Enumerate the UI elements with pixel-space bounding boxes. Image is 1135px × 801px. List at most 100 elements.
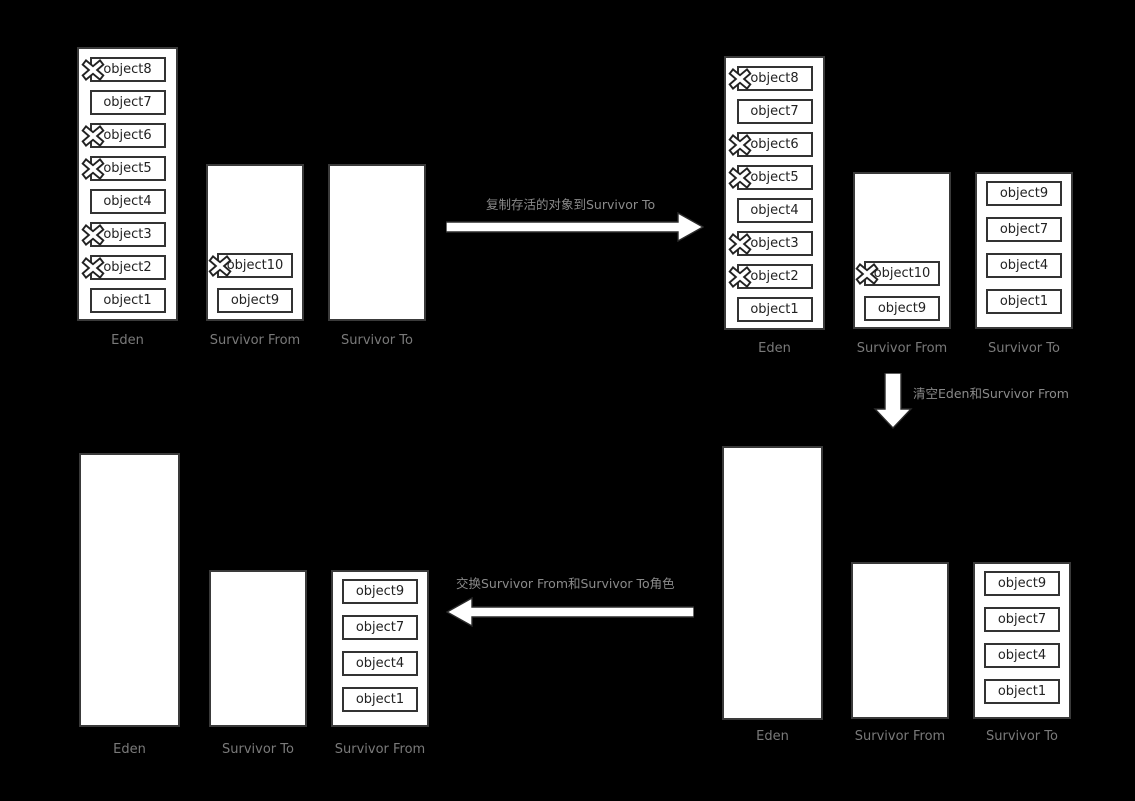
- region-eden-step2: object8 object7 object6 object5 object4 objec…: [724, 56, 825, 330]
- region-survivor-from-step2-objects: object10 object9: [855, 174, 949, 327]
- object-label: object2: [750, 269, 799, 284]
- object-label: object6: [750, 137, 799, 152]
- region-survivor-to-step2-objects: object9 object7 object4 object1: [977, 174, 1071, 327]
- object-cell: object1: [89, 288, 166, 313]
- object-cell: object6: [727, 132, 813, 157]
- object-label: object5: [103, 161, 152, 176]
- object-label: object8: [103, 62, 152, 77]
- object-label: object9: [997, 576, 1047, 591]
- dead-object-x-icon: [727, 232, 752, 255]
- object-cell: object8: [727, 66, 813, 91]
- object-cell: object4: [986, 253, 1062, 278]
- dead-object-x-icon: [727, 67, 752, 90]
- region-survivor-to-step1-objects: [330, 166, 424, 319]
- object-label: object3: [750, 236, 799, 251]
- object-label: object1: [103, 293, 152, 308]
- object-label: object4: [750, 203, 799, 218]
- region-eden-step4: [79, 453, 180, 727]
- caption-eden-step4: Eden: [113, 742, 146, 757]
- object-label: object9: [230, 293, 280, 308]
- dead-object-x-icon: [727, 166, 752, 189]
- caption-eden-step3: Eden: [756, 729, 789, 744]
- region-survivor-to-step1: [328, 164, 426, 321]
- caption-survivor-from-step1: Survivor From: [209, 333, 301, 348]
- object-cell: object1: [736, 297, 813, 322]
- region-survivor-from-step2: object10 object9: [853, 172, 951, 329]
- object-cell: object1: [342, 687, 418, 712]
- region-survivor-from-step1: object10 object9: [206, 164, 304, 321]
- object-cell: object1: [986, 289, 1062, 314]
- caption-survivor-from-step3: Survivor From: [854, 729, 946, 744]
- dead-object-x-icon: [80, 223, 105, 246]
- arrow-down-icon: [873, 372, 913, 430]
- object-cell: object3: [80, 222, 166, 247]
- dead-object-x-icon: [80, 157, 105, 180]
- region-survivor-from-step4-objects: object9 object7 object4 object1: [333, 572, 427, 725]
- object-label: object7: [997, 612, 1047, 627]
- object-label: object2: [103, 260, 152, 275]
- object-cell: object9: [217, 288, 293, 313]
- arrow-right-icon: [445, 211, 705, 243]
- arrow-swap-survivor-roles: [445, 596, 695, 628]
- arrow-left-icon: [445, 596, 695, 628]
- region-survivor-from-step3: [851, 562, 949, 719]
- dead-object-x-icon: [80, 256, 105, 279]
- region-survivor-to-step4-objects: [211, 572, 305, 725]
- caption-survivor-to-step3: Survivor To: [986, 729, 1058, 744]
- object-label: object1: [999, 294, 1049, 309]
- region-eden-step4-objects: [81, 455, 178, 725]
- object-cell: object9: [342, 579, 418, 604]
- object-cell: object7: [986, 217, 1062, 242]
- caption-survivor-from-step4: Survivor From: [334, 742, 426, 757]
- object-cell: object4: [984, 643, 1060, 668]
- object-cell: object9: [864, 296, 940, 321]
- object-label: object10: [873, 266, 931, 281]
- arrow-clear-eden-and-survivor-from-label: 清空Eden和Survivor From: [913, 386, 1069, 401]
- object-label: object4: [999, 258, 1049, 273]
- object-cell: object4: [736, 198, 813, 223]
- dead-object-x-icon: [727, 133, 752, 156]
- region-eden-step3-objects: [724, 448, 821, 718]
- object-cell: object6: [80, 123, 166, 148]
- object-cell: object7: [984, 607, 1060, 632]
- caption-survivor-to-step4: Survivor To: [222, 742, 294, 757]
- object-cell: object3: [727, 231, 813, 256]
- object-label: object9: [999, 186, 1049, 201]
- object-label: object1: [355, 692, 405, 707]
- object-cell: object9: [986, 181, 1062, 206]
- caption-survivor-from-step2: Survivor From: [856, 341, 948, 356]
- caption-eden-step1: Eden: [111, 333, 144, 348]
- object-label: object3: [103, 227, 152, 242]
- object-label: object7: [999, 222, 1049, 237]
- object-cell: object2: [727, 264, 813, 289]
- object-label: object8: [750, 71, 799, 86]
- region-survivor-from-step3-objects: [853, 564, 947, 717]
- arrow-copy-survivors-label: 复制存活的对象到Survivor To: [486, 197, 656, 212]
- region-eden-step2-objects: object8 object7 object6 object5 object4 objec…: [726, 58, 823, 328]
- object-label: object9: [355, 584, 405, 599]
- object-label: object1: [750, 302, 799, 317]
- object-cell: object7: [89, 90, 166, 115]
- dead-object-x-icon: [80, 124, 105, 147]
- caption-survivor-to-step2: Survivor To: [988, 341, 1060, 356]
- object-cell: object5: [80, 156, 166, 181]
- region-survivor-from-step1-objects: object10 object9: [208, 166, 302, 319]
- object-cell: object5: [727, 165, 813, 190]
- object-cell: object4: [342, 651, 418, 676]
- dead-object-x-icon: [727, 265, 752, 288]
- region-survivor-to-step2: object9 object7 object4 object1: [975, 172, 1073, 329]
- caption-survivor-to-step1: Survivor To: [341, 333, 413, 348]
- object-cell: object10: [208, 253, 293, 278]
- arrow-swap-survivor-roles-label: 交换Survivor From和Survivor To角色: [456, 576, 675, 591]
- object-cell: object7: [342, 615, 418, 640]
- region-survivor-to-step4: [209, 570, 307, 727]
- object-label: object4: [355, 656, 405, 671]
- object-cell: object7: [736, 99, 813, 124]
- region-eden-step3: [722, 446, 823, 720]
- object-label: object7: [103, 95, 152, 110]
- region-survivor-from-step4: object9 object7 object4 object1: [331, 570, 429, 727]
- object-label: object9: [877, 301, 927, 316]
